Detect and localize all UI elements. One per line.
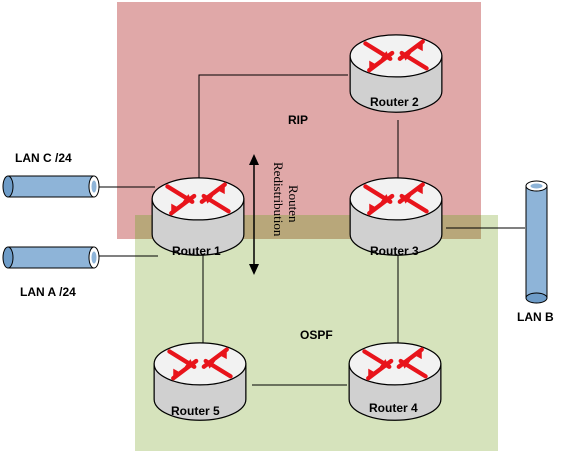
redistribution-line-1: Routen: [286, 185, 301, 223]
router-5[interactable]: Router 5: [154, 343, 246, 420]
router-2-label: Router 2: [370, 95, 419, 109]
rip-zone-label: RIP: [288, 113, 308, 127]
lan-cable-icon: [525, 180, 548, 304]
router-4-label: Router 4: [369, 401, 418, 415]
lan-b-cable[interactable]: [525, 180, 548, 304]
lan-b-label: LAN B: [517, 310, 554, 324]
lan-c-cable[interactable]: [2, 175, 100, 198]
lan-a-cable[interactable]: [2, 246, 100, 269]
router-1[interactable]: Router 1: [152, 178, 244, 258]
router-4[interactable]: Router 4: [349, 343, 441, 420]
links: [97, 74, 525, 386]
router-1-label: Router 1: [172, 244, 221, 258]
double-arrow-icon: [249, 154, 259, 275]
link-r1-r2: [198, 74, 348, 190]
redistribution-line-2: Redistribution: [271, 162, 286, 237]
router-3-label: Router 3: [370, 244, 419, 258]
lan-cable-icon: [2, 246, 100, 269]
router-2[interactable]: Router 2: [350, 35, 442, 112]
lan-cable-icon: [2, 175, 100, 198]
ospf-zone-label: OSPF: [300, 328, 333, 342]
router-3[interactable]: Router 3: [350, 178, 442, 258]
lan-a-label: LAN A /24: [20, 285, 76, 299]
redistribution-label: Routen Redistribution: [271, 162, 301, 237]
router-5-label: Router 5: [171, 404, 220, 418]
lan-c-label: LAN C /24: [15, 151, 72, 165]
